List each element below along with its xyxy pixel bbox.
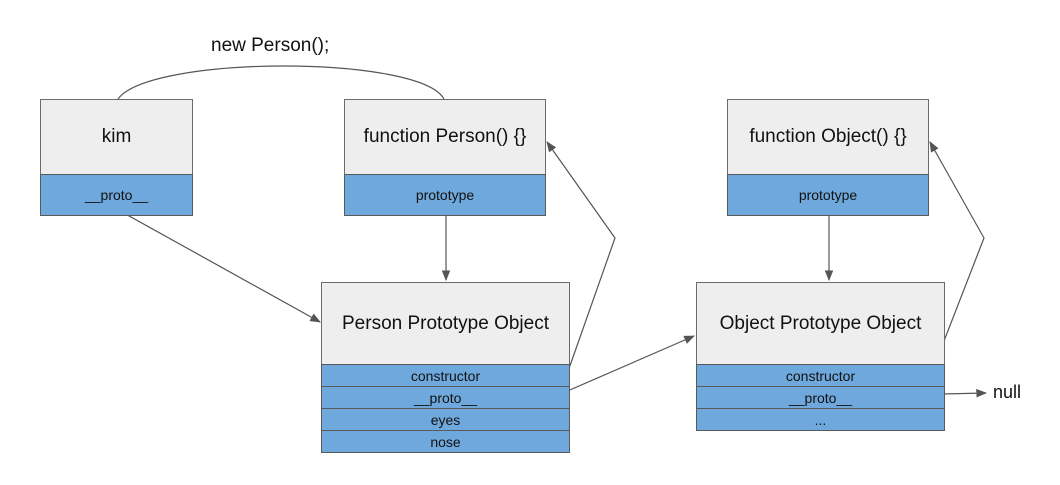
kim-object-box: kim __proto__ xyxy=(40,99,193,216)
person-proto-eyes-slot: eyes xyxy=(321,408,570,431)
person-prototype-object-title: Person Prototype Object xyxy=(321,282,570,365)
new-person-label: new Person(); xyxy=(211,35,330,56)
person-prototype-object-box: Person Prototype Object constructor __pr… xyxy=(321,282,570,453)
person-constructor-arrow xyxy=(546,141,616,378)
object-function-title: function Object() {} xyxy=(727,99,929,175)
person-proto-nose-slot: nose xyxy=(321,430,570,453)
kim-proto-slot: __proto__ xyxy=(40,174,193,216)
null-label: null xyxy=(993,382,1022,402)
kim-title: kim xyxy=(40,99,193,175)
person-proto-to-object-proto-arrow xyxy=(555,335,695,397)
object-proto-proto-slot: __proto__ xyxy=(696,386,945,409)
object-function-box: function Object() {} prototype xyxy=(727,99,929,216)
person-function-title: function Person() {} xyxy=(344,99,546,175)
object-proto-constructor-slot: constructor xyxy=(696,364,945,387)
object-prototype-object-box: Object Prototype Object constructor __pr… xyxy=(696,282,945,431)
new-person-arc xyxy=(117,65,445,100)
object-proto-ellipsis-slot: ... xyxy=(696,408,945,431)
person-proto-proto-slot: __proto__ xyxy=(321,386,570,409)
object-constructor-arrow xyxy=(929,141,985,378)
person-proto-constructor-slot: constructor xyxy=(321,364,570,387)
person-prototype-slot: prototype xyxy=(344,174,546,216)
object-prototype-object-title: Object Prototype Object xyxy=(696,282,945,365)
kim-proto-to-person-proto-arrow xyxy=(112,206,321,323)
object-prototype-slot: prototype xyxy=(727,174,929,216)
person-function-box: function Person() {} prototype xyxy=(344,99,546,216)
